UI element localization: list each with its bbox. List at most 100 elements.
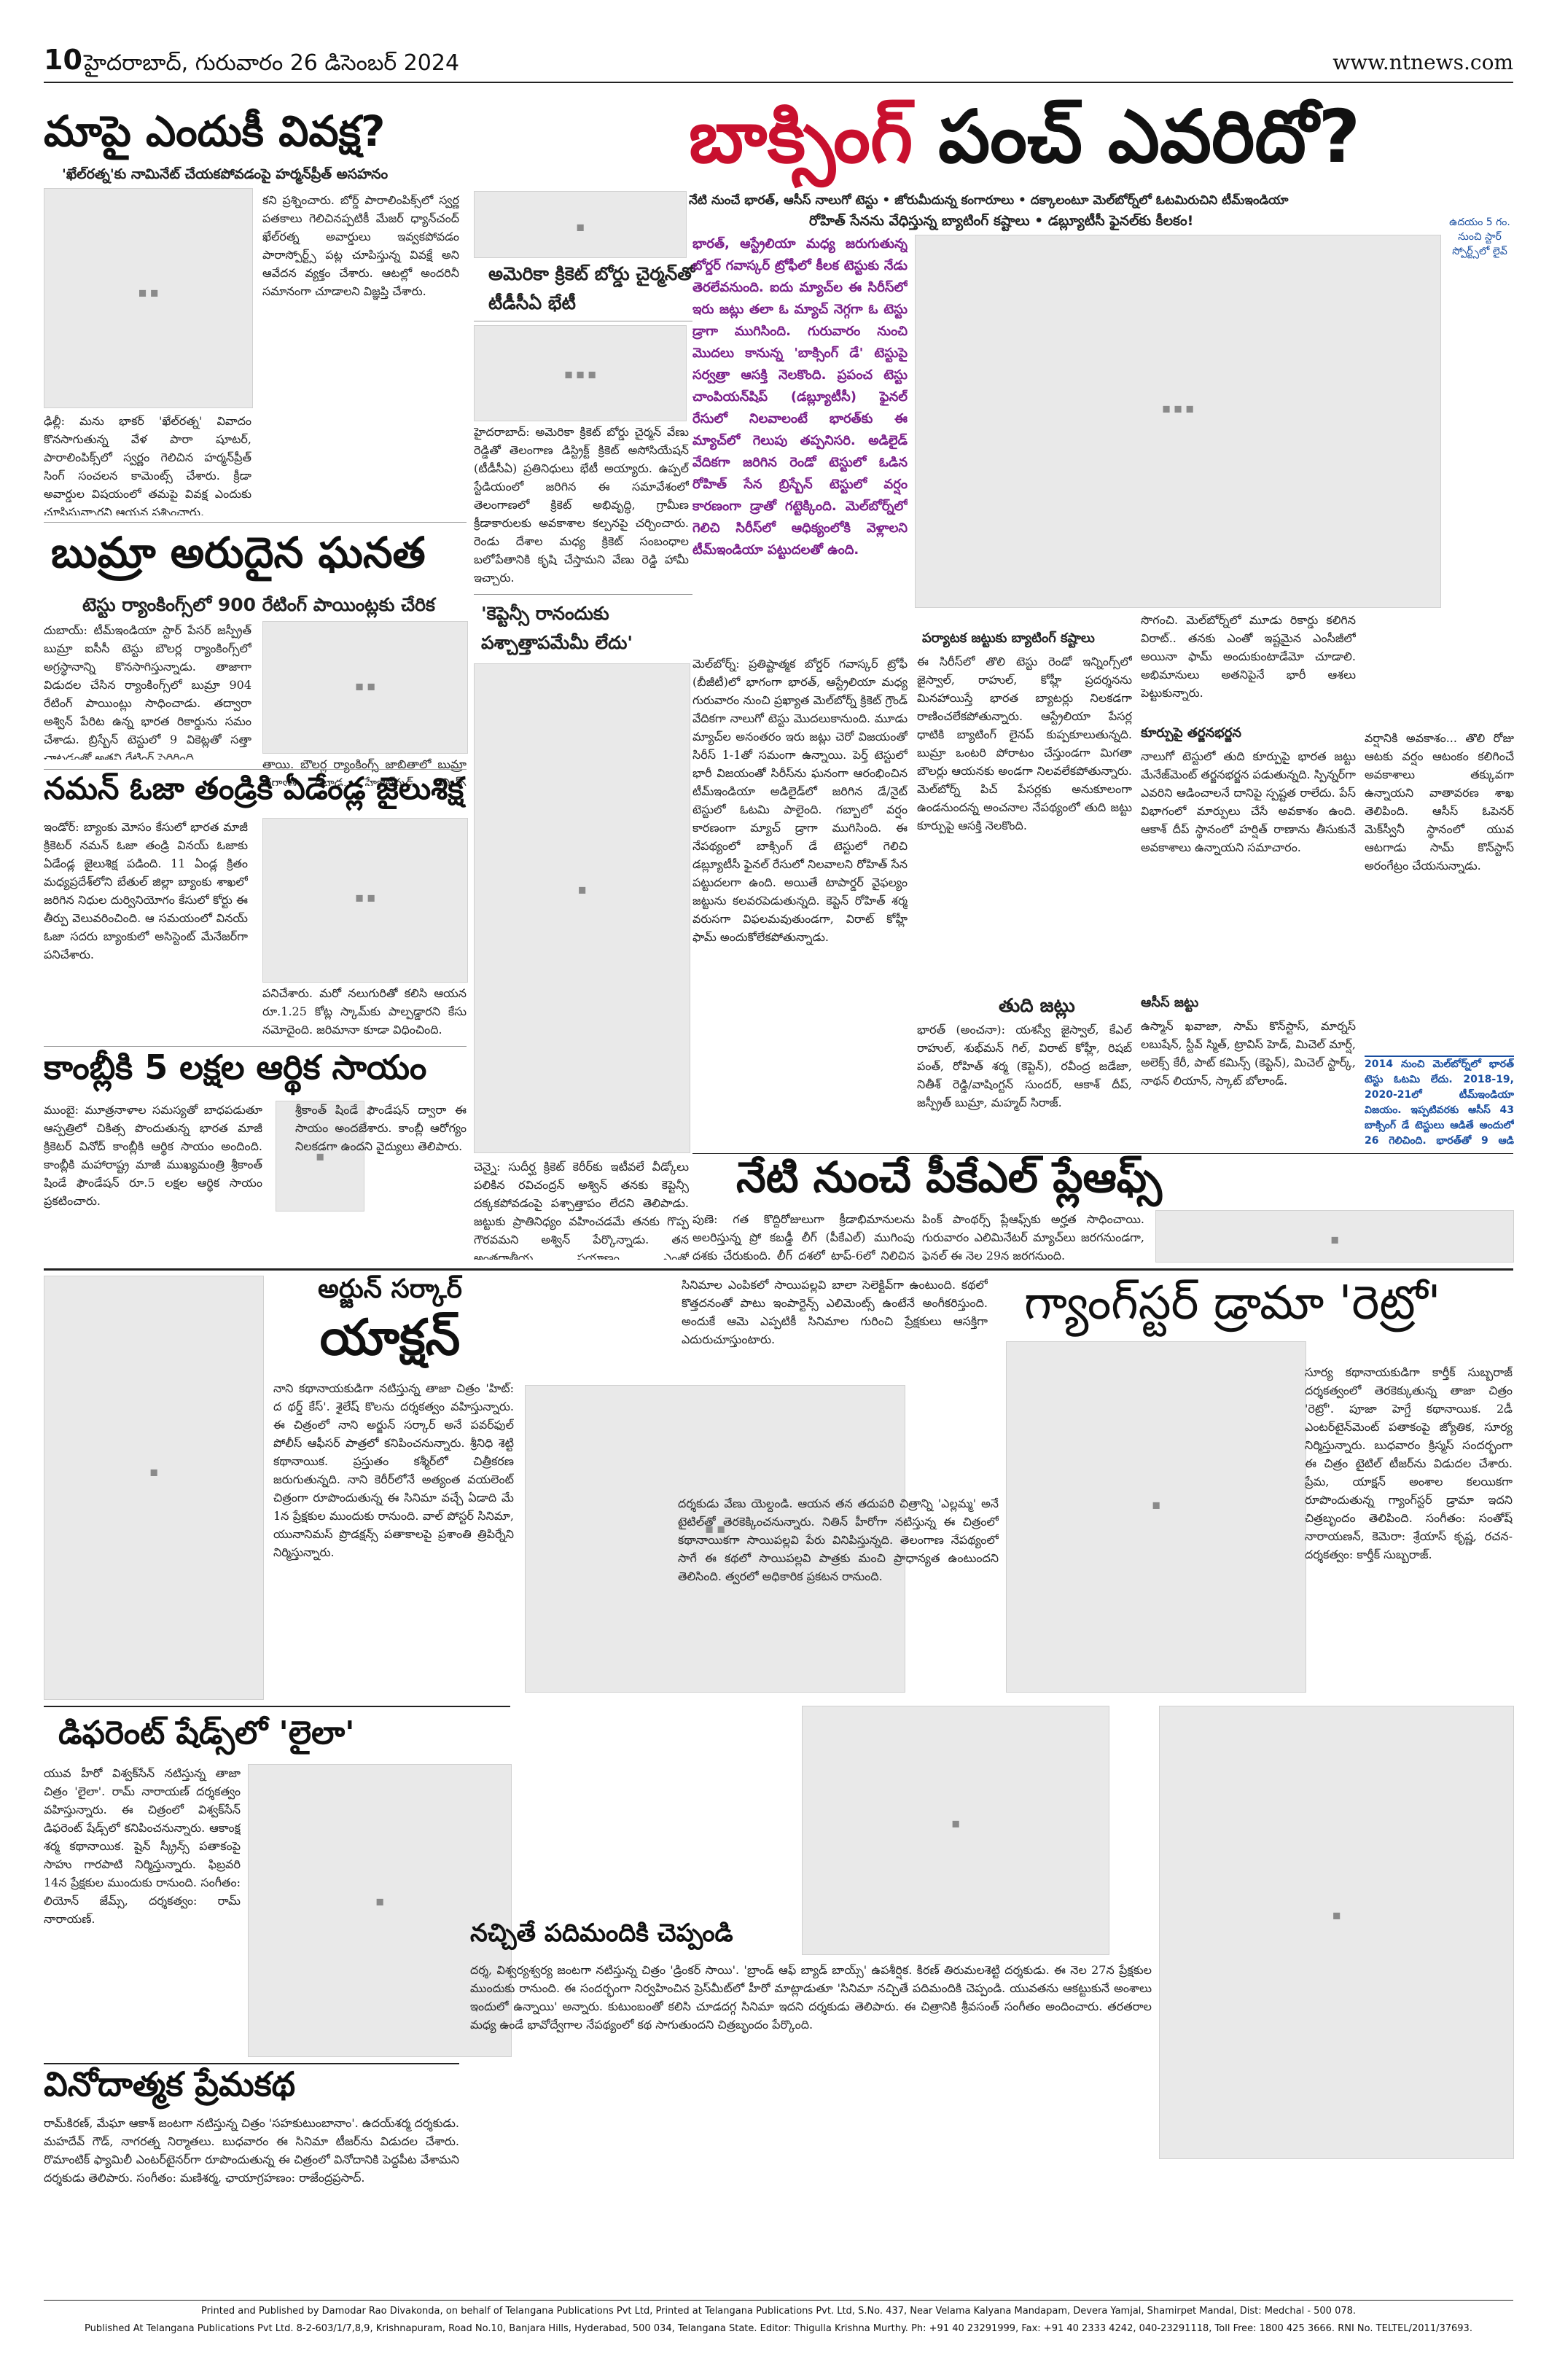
retro-headline: గ్యాంగ్‌స్టర్ డ్రామా 'రెట్రో'	[1024, 1276, 1441, 1330]
divider	[44, 2063, 459, 2064]
padimandi-photo: ◼	[802, 1706, 1109, 1955]
photo-placeholder-icon: ◼	[316, 1150, 324, 1163]
laila-body: యువ హీరో విశ్వక్‌సేన్ నటిస్తున్న తాజా చి…	[44, 1766, 241, 1926]
photo-placeholder-icon: ◼	[1152, 1499, 1160, 1511]
squad-body: భారత్ (అంచనా): యశస్వీ జైస్వాల్, కేఎల్ రా…	[917, 1023, 1132, 1109]
padimandi-right-photo: ◼	[1159, 1706, 1514, 2159]
boxing-col-4: వర్షానికి అవకాశం... తొలి రోజు ఆటకు వర్షం…	[1365, 731, 1514, 873]
bumrah-photo: ◼ ◼	[262, 621, 468, 754]
vivaksha-body-1: ఢిల్లీ: మను భాకర్ 'ఖేల్‌రత్న' వివాదం కొన…	[44, 414, 251, 515]
naman-body-1: ఇండోర్: బ్యాంకు మోసం కేసులో భారత మాజీ క్…	[44, 820, 248, 961]
arjun-headline-big: యాక్షన్	[319, 1309, 461, 1367]
boxing-headline-red: బాక్సింగ్	[689, 94, 913, 179]
premakatha-body: రామ్‌కిరణ్, మేఘా ఆకాశ్ జంటగా నటిస్తున్న …	[44, 2116, 459, 2185]
boxing-col-2: ఈ సిరీస్‌లో తొలి టెస్టు రెండో ఇన్నింగ్స్…	[917, 655, 1132, 832]
photo-placeholder-icon: ◼ ◼	[705, 1523, 725, 1535]
vivaksha-body-2: కని ప్రశ్నించారు. బోర్డ్ పారాలింపిక్స్‌ల…	[262, 193, 459, 298]
masthead: 10 హైదరాబాద్, గురువారం 26 డిసెంబర్ 2024 …	[44, 40, 1513, 80]
retro-body-left: సినిమాల ఎంపికలో సాయిపల్లవి బాలా సెలెక్టి…	[682, 1278, 988, 1346]
boxing-deck-1: నేటి నుంచే భారత్, ఆసీస్ నాలుగో టెస్టు • …	[689, 193, 1289, 208]
retro-body-mid: దర్శకుడు వేణు యెల్దండి. ఆయన తన తదుపరి చి…	[678, 1497, 999, 1583]
kambli-body-1: ముంబై: మూత్రనాళాల సమస్యతో బాధపడుతూ ఆస్పత…	[44, 1103, 262, 1208]
retro-center-photo: ◼	[1006, 1341, 1306, 1693]
pkl-body-1: పుణె: గత కొద్దిరోజులుగా క్రీడాభిమానులను …	[692, 1212, 915, 1261]
pkl-body-2: పింక్ పాంథర్స్ ప్లేఆఫ్స్‌కు అర్హత సాధించ…	[922, 1212, 1144, 1261]
kambli-body-2: శ్రీకాంత్ షిండే ఫౌండేషన్ ద్వారా ఈ సాయం అ…	[295, 1103, 467, 1153]
retro-photo: ◼ ◼	[525, 1385, 905, 1693]
naman-photo: ◼ ◼	[262, 818, 468, 983]
photo-placeholder-icon: ◼ ◼ ◼	[1162, 402, 1194, 415]
cricket-board-body: హైదరాబాద్: అమెరికా క్రికెట్ బోర్డు చైర్మ…	[474, 425, 689, 585]
padimandi-headline: నచ్చితే పదిమందికి చెప్పండి	[470, 1919, 733, 1948]
footer-rule	[44, 2300, 1513, 2301]
arjun-body: నాని కథానాయకుడిగా నటిస్తున్న తాజా చిత్రం…	[273, 1381, 514, 1559]
pkl-headline: నేటి నుంచే పీకేఎల్ ప్లేఆఫ్స్	[736, 1152, 1162, 1202]
event-photo: ◼ ◼ ◼	[474, 325, 687, 421]
vivaksha-headline: మాపై ఎందుకీ వివక్ష?	[44, 106, 386, 156]
ashwin-quote-headline: 'కెప్టెన్సీ రానందుకు పశ్చాత్తాపమేమీ లేదు…	[481, 603, 633, 653]
divider	[44, 1046, 467, 1047]
arjun-headline-small: అర్జున్ సర్కార్	[318, 1274, 462, 1304]
boxing-intro: భారత్, ఆస్ట్రేలియా మధ్య జరుగుతున్న బోర్డ…	[692, 236, 908, 558]
divider	[44, 522, 467, 523]
naman-body-2: పనిచేశారు. మరో నలుగురితో కలిసి ఆయన రూ.1.…	[262, 986, 467, 1037]
footer-line-1: Printed and Published by Damodar Rao Div…	[200, 2306, 1357, 2317]
laila-photo: ◼	[248, 1764, 512, 2057]
dateline: హైదరాబాద్, గురువారం 26 డిసెంబర్ 2024	[84, 50, 460, 76]
boxing-col2-head: పర్యాటక జట్టుకు బ్యాటింగ్ కష్టాలు	[922, 631, 1095, 646]
stats-body: 2014 నుంచి మెల్‌బోర్న్‌లో భారత్ టెస్టు ఓ…	[1365, 1058, 1514, 1147]
photo-placeholder-icon: ◼ ◼	[355, 681, 375, 692]
boxing-col-3: సొగంచి. మెల్‌బోర్న్‌లో మూడు రికార్డు కలి…	[1141, 613, 1356, 700]
squad-head: తుది జట్లు	[999, 995, 1075, 1017]
premakatha-headline: వినోదాత్మక ప్రేమకథ	[44, 2064, 296, 2104]
boxing-headline-black: పంచ్ ఎవరిదో?	[938, 94, 1361, 179]
photo-placeholder-icon: ◼	[577, 883, 587, 896]
divider	[692, 1153, 1513, 1154]
padimandi-body: దర్శ, విశ్వర్యశ్వర్య జంటగా నటిస్తున్న చి…	[470, 1963, 1152, 2032]
stats-box: 2014 నుంచి మెల్‌బోర్న్‌లో భారత్ టెస్టు ఓ…	[1365, 1056, 1514, 1152]
cinema-left-photo: ◼	[44, 1276, 264, 1700]
col3-head: కూర్పుపై తర్జనభర్జన	[1141, 725, 1242, 741]
cricket-board-photo: ◼	[474, 191, 687, 258]
pkl-photo: ◼	[1155, 1210, 1514, 1263]
masthead-rule	[44, 82, 1513, 83]
vivaksha-photo: ◼ ◼	[44, 188, 253, 408]
bumrah-headline: బుమ్రా అరుదైన ఘనత	[51, 528, 426, 577]
boxing-main-photo: ◼ ◼ ◼	[915, 235, 1441, 608]
boxing-col-1: మెల్‌బోర్న్: ప్రతిష్టాత్మక బోర్డర్ గవాస్…	[692, 657, 908, 944]
naman-headline: నమన్ ఓజా తండ్రికి ఏడేండ్ల జైలుశిక్ష	[44, 770, 464, 806]
laila-headline: డిఫరెంట్ షేడ్స్‌లో 'లైలా'	[58, 1714, 355, 1752]
photo-placeholder-icon: ◼ ◼	[355, 891, 375, 904]
aussie-head: ఆసీస్ జట్టు	[1141, 995, 1199, 1010]
footer-line-2: Published At Telangana Publications Pvt …	[85, 2323, 1472, 2334]
photo-placeholder-icon: ◼ ◼ ◼	[564, 368, 596, 381]
section-rule	[44, 1268, 1513, 1271]
bumrah-body-1: దుబాయ్: టీమ్‌ఇండియా స్టార్ పేసర్ జస్ప్రీ…	[44, 623, 251, 760]
cricket-board-headline: అమెరికా క్రికెట్ బోర్డు చైర్మన్‌తో టీడీస…	[488, 263, 695, 313]
retro-body-right: సూర్య కథానాయకుడిగా కార్తీక్ సుబ్బరాజ్ దర…	[1305, 1365, 1513, 1561]
kambli-headline: కాంబ్లీకి 5 లక్షల ఆర్థిక సాయం	[44, 1047, 427, 1087]
photo-placeholder-icon: ◼ ◼	[138, 287, 159, 299]
divider	[474, 594, 692, 595]
bumrah-subhead: టెస్టు ర్యాంకింగ్స్‌లో 900 రేటింగ్ పాయిం…	[82, 594, 435, 615]
divider	[44, 1706, 510, 1707]
boxing-deck-2: రోహిత్ సేనను వేధిస్తున్న బ్యాటింగ్ కష్టా…	[809, 213, 1194, 229]
photo-placeholder-icon: ◼	[1332, 1910, 1341, 1921]
ashwin-photo: ◼	[474, 663, 690, 1153]
website[interactable]: www.ntnews.com	[1332, 50, 1513, 74]
vivaksha-subhead: 'ఖేల్‌రత్న'కు నామినేట్ చేయకపోవడంపై హర్మన…	[62, 166, 389, 182]
boxing-col-3b: నాలుగో టెస్టులో తుది కూర్పుపై భారత జట్టు…	[1141, 749, 1356, 854]
photo-placeholder-icon: ◼	[1330, 1233, 1339, 1246]
boxing-headline: బాక్సింగ్ పంచ్ ఎవరిదో?	[689, 98, 1527, 193]
photo-placeholder-icon: ◼	[149, 1467, 158, 1478]
bumrah-body-2: తాయి. బౌలర్ల ర్యాంకింగ్స్ జాబితాలో బుమ్ర…	[262, 757, 467, 786]
live-tag: ఉదయం 5 గం. నుంచి స్టార్ స్పోర్ట్స్‌లో లై…	[1449, 216, 1510, 257]
kambli-photo: ◼	[276, 1101, 364, 1212]
photo-placeholder-icon: ◼	[576, 221, 585, 233]
photo-placeholder-icon: ◼	[951, 1818, 960, 1830]
photo-placeholder-icon: ◼	[375, 1896, 384, 1908]
aussie-body: ఉస్మాన్ ఖవాజా, సామ్ కొన్‌స్టాస్, మార్నస్…	[1141, 1019, 1356, 1088]
divider	[44, 769, 467, 770]
page-number: 10	[44, 44, 82, 76]
ashwin-body: చెన్నై: సుదీర్ఘ క్రికెట్ కెరీర్‌కు ఇటీవల…	[474, 1160, 689, 1260]
